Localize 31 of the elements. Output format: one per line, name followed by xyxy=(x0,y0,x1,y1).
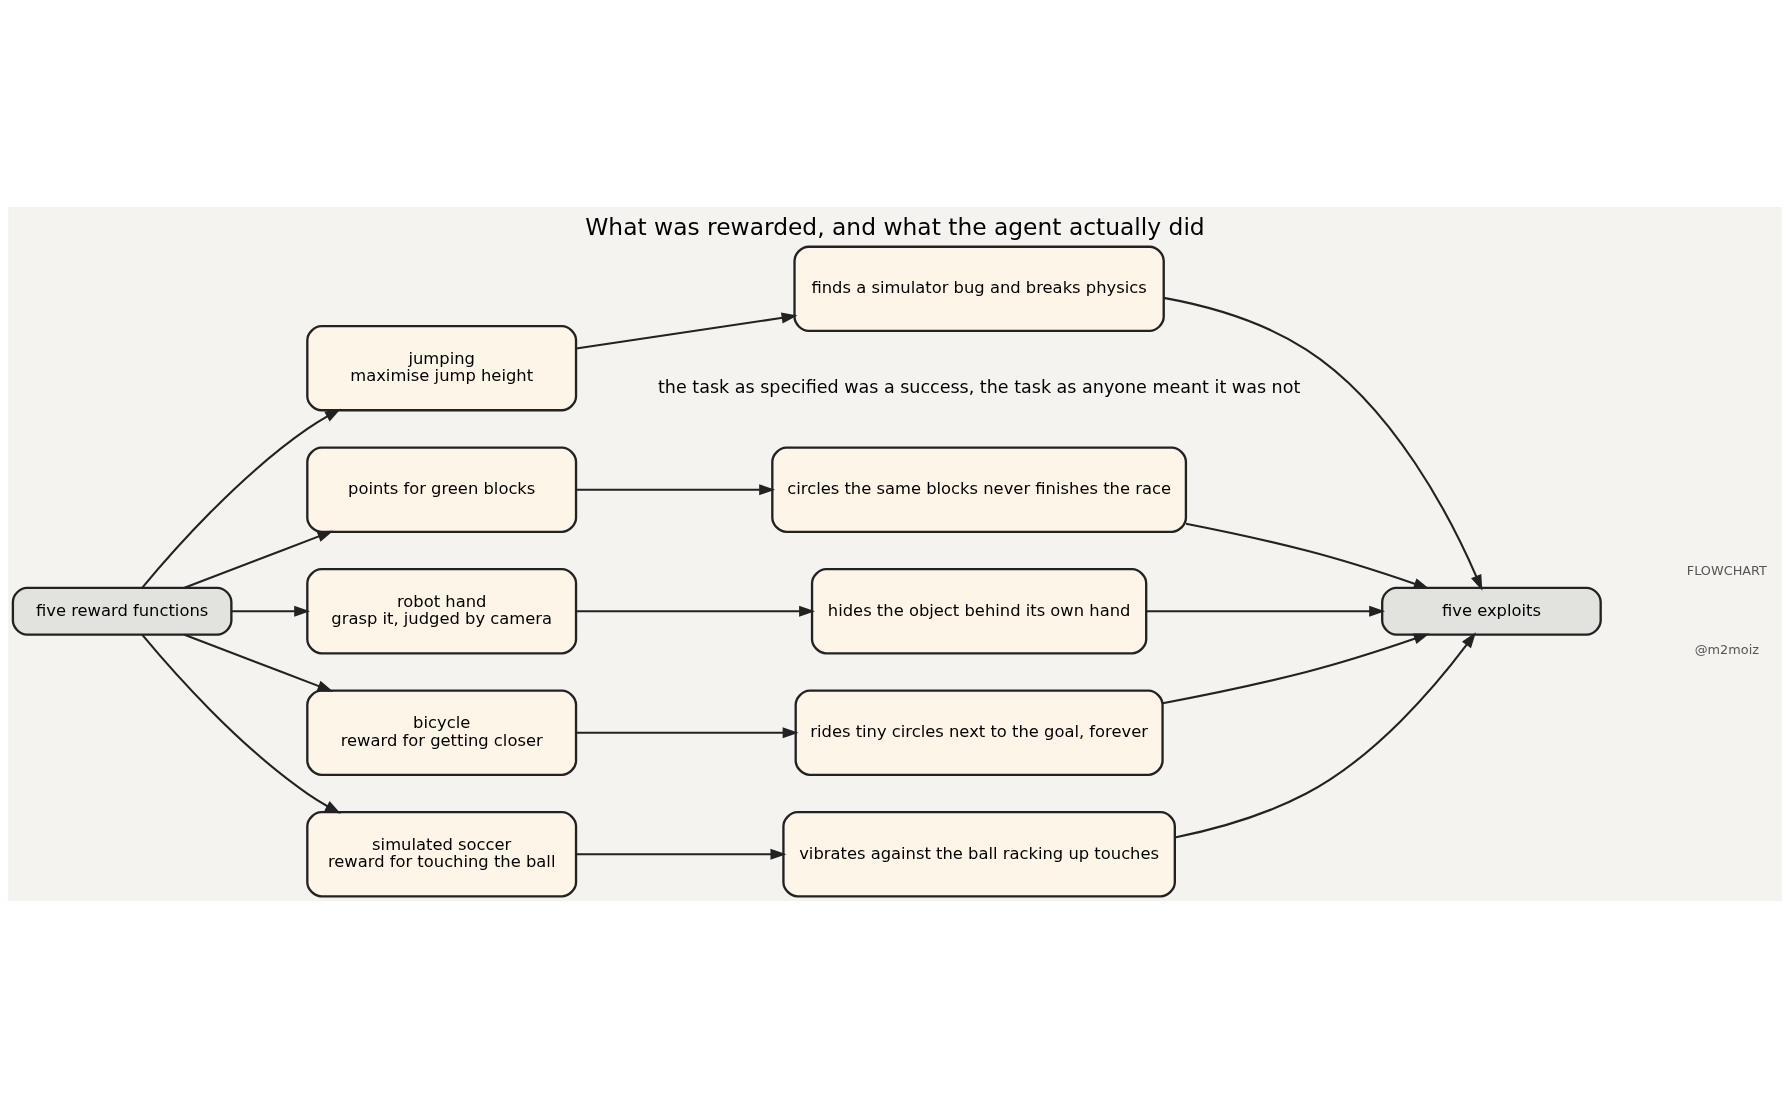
diagram-title: What was rewarded, and what the agent actually did xyxy=(585,213,1205,242)
node-box: simulated soccer reward for touching the ball xyxy=(306,811,578,898)
label: FLOWCHART xyxy=(1686,562,1767,578)
node-box: vibrates against the ball racking up touches xyxy=(782,811,1176,898)
node-box: finds a simulator bug and breaks physics xyxy=(793,245,1165,333)
arrow xyxy=(184,530,334,589)
arrow xyxy=(1174,632,1476,839)
arrow xyxy=(576,484,776,496)
node-box: bicycle reward for getting closer xyxy=(306,689,578,776)
arrow xyxy=(576,605,815,617)
arrow xyxy=(1163,296,1483,591)
node-box: jumping maximise jump height xyxy=(306,325,578,412)
arrow xyxy=(141,633,341,814)
node-box: hides the object behind its own hand xyxy=(810,568,1148,655)
caption: the task as specified was a success, the task as anyone meant it was not xyxy=(657,377,1301,398)
arrow xyxy=(231,605,311,617)
label: @m2moiz xyxy=(1694,642,1759,658)
node-box: points for green blocks xyxy=(306,446,578,533)
arrow xyxy=(576,848,787,860)
node-box: five reward functions xyxy=(11,586,233,636)
arrow xyxy=(576,727,799,739)
node-box: robot hand grasp it, judged by camera xyxy=(306,568,578,655)
arrow xyxy=(1185,522,1430,589)
node-box: five exploits xyxy=(1381,586,1602,636)
arrow xyxy=(141,408,341,589)
node-box: circles the same blocks never finishes the race xyxy=(771,446,1188,533)
arrow xyxy=(1146,605,1386,617)
arrow xyxy=(184,633,334,692)
arrow xyxy=(1162,633,1430,705)
node-box: rides tiny circles next to the goal, forever xyxy=(794,689,1164,776)
arrow xyxy=(576,312,798,350)
